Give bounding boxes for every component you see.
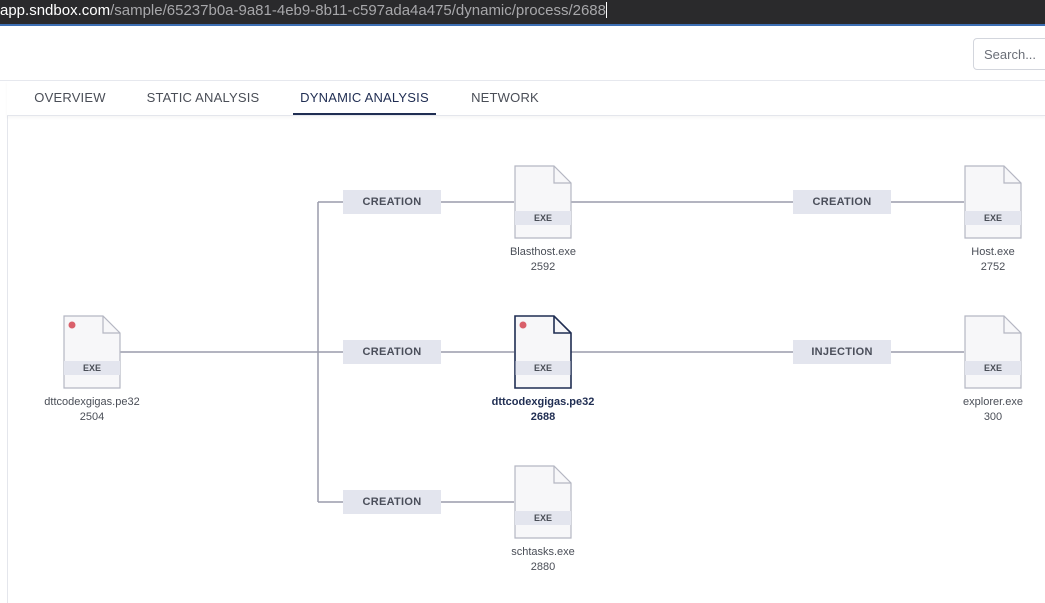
tab-dynamic-analysis[interactable]: DYNAMIC ANALYSIS — [293, 81, 436, 115]
flag-dot — [68, 321, 76, 329]
exe-file-icon — [964, 315, 1022, 389]
edge-label-creation: CREATION — [343, 340, 441, 364]
edge-label-creation: CREATION — [343, 190, 441, 214]
process-name: dttcodexgigas.pe32 — [44, 396, 140, 408]
process-node-2752[interactable]: EXE Host.exe 2752 — [933, 165, 1045, 275]
address-bar[interactable]: app.sndbox.com/sample/65237b0a-9a81-4eb9… — [0, 0, 1045, 26]
process-node-2504[interactable]: EXE dttcodexgigas.pe32 2504 — [32, 315, 152, 425]
address-host: app.sndbox.com — [0, 2, 111, 19]
exe-file-icon — [514, 315, 572, 389]
process-node-2688[interactable]: EXE dttcodexgigas.pe32 2688 — [483, 315, 603, 425]
process-name: dttcodexgigas.pe32 — [491, 396, 595, 408]
process-name: explorer.exe — [963, 396, 1023, 408]
process-pid: 2880 — [530, 561, 556, 573]
content-border — [7, 81, 8, 603]
process-pid: 2504 — [79, 411, 105, 423]
process-pid: 2752 — [980, 261, 1006, 273]
search-input[interactable] — [973, 38, 1045, 70]
process-node-2880[interactable]: EXE schtasks.exe 2880 — [483, 465, 603, 575]
text-caret — [606, 2, 607, 18]
process-name: Blasthost.exe — [509, 246, 577, 258]
address-path: /sample/65237b0a-9a81-4eb9-8b11-c597ada4… — [110, 2, 606, 19]
page-header — [0, 26, 1045, 81]
process-name: Host.exe — [971, 246, 1015, 258]
exe-file-icon — [63, 315, 121, 389]
process-pid: 300 — [983, 411, 1003, 423]
edge-label-creation: CREATION — [793, 190, 891, 214]
flag-dot — [519, 321, 527, 329]
exe-file-icon — [514, 165, 572, 239]
edge-label-creation: CREATION — [343, 490, 441, 514]
process-node-2592[interactable]: EXE Blasthost.exe 2592 — [483, 165, 603, 275]
process-pid: 2592 — [530, 261, 556, 273]
process-name: schtasks.exe — [511, 546, 575, 558]
tab-network[interactable]: NETWORK — [471, 90, 539, 105]
process-pid: 2688 — [530, 411, 556, 423]
edge-label-injection: INJECTION — [793, 340, 891, 364]
analysis-tabs: OVERVIEW STATIC ANALYSIS DYNAMIC ANALYSI… — [7, 81, 1045, 116]
process-node-300[interactable]: EXE explorer.exe 300 — [933, 315, 1045, 425]
exe-file-icon — [514, 465, 572, 539]
tab-overview[interactable]: OVERVIEW — [34, 90, 106, 105]
exe-file-icon — [964, 165, 1022, 239]
tab-static-analysis[interactable]: STATIC ANALYSIS — [146, 90, 260, 105]
